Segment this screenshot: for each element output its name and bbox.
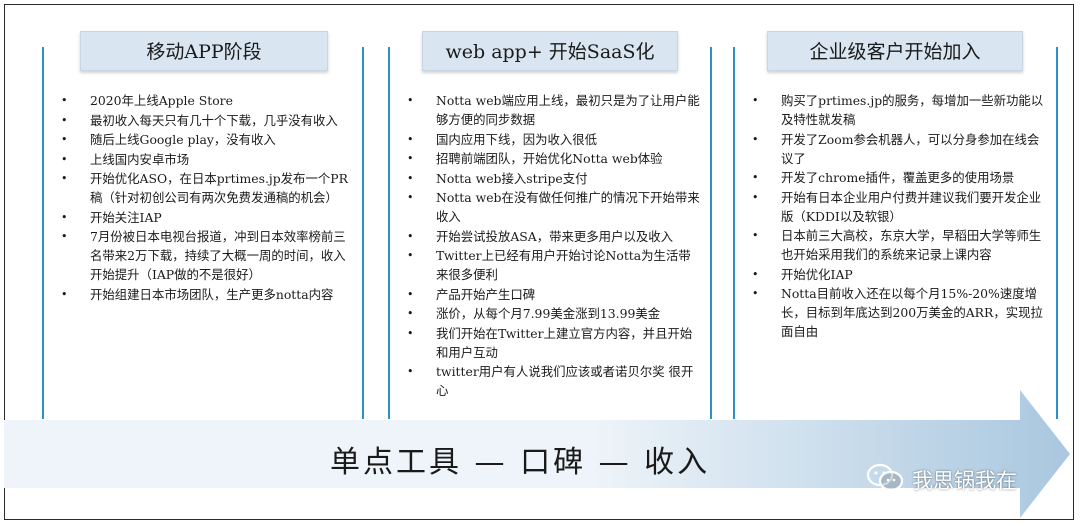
list-item-text: 7月份被日本电视台报道，冲到日本效率榜前三名带来2万下载，持续了大概一周的时间，… [90,229,346,282]
list-item-text: 日本前三大高校，东京大学，早稻田大学等师生也开始采用我们的系统来记录上课内容 [781,228,1042,262]
bullet-marker: • [61,230,68,243]
list-item: • 购买了prtimes.jp的服务，每增加一些新功能以及特性就发稿 [749,91,1046,129]
bullet-marker: • [407,94,414,107]
stage-panel-1: • 2020年上线Apple Store • 最初收入每天只有几十个下载，几乎没有收入… [42,47,364,419]
list-item-text: 开发了chrome插件，覆盖更多的使用场景 [781,170,1015,185]
list-item: • 涨价，从每个月7.99美金涨到13.99美金 [404,304,700,323]
list-item: • 开发了Zoom参会机器人，可以分身参加在线会议了 [749,130,1046,168]
list-item: • Notta web在没有做任何推广的情况下开始带来收入 [404,188,700,226]
list-item: • 开始有日本企业用户付费并建议我们要开发企业版（KDDI以及软银） [749,188,1046,226]
stage-panel-2: • Notta web端应用上线，最初只是为了让用户能够方便的同步数据 • 国内应用下… [388,47,712,419]
bullet-marker: • [407,132,414,146]
list-item-text: 开发了Zoom参会机器人，可以分身参加在线会议了 [781,131,1040,166]
list-item: • Notta web接入stripe支付 [404,169,700,188]
list-item-text: Notta web端应用上线，最初只是为了让用户能够方便的同步数据 [436,93,700,127]
list-item-text: Notta web接入stripe支付 [436,170,588,186]
bullet-marker: • [752,190,759,204]
bullet-marker: • [407,191,414,204]
list-item-text: 上线国内安卓市场 [90,151,190,167]
list-item-text: 最初收入每天只有几十个下载，几乎没有收入 [90,112,338,128]
list-item-text: twitter用户有人说我们应该或者诺贝尔奖 很开心 [436,364,694,398]
stage-1-title: 移动APP阶段 [80,31,328,71]
bullet-marker: • [61,210,68,224]
stage-1-item-list: • 2020年上线Apple Store • 最初收入每天只有几十个下载，几乎没有收入… [58,91,352,304]
list-item: • twitter用户有人说我们应该或者诺贝尔奖 很开心 [404,362,700,400]
list-item: • 日本前三大高校，东京大学，早稻田大学等师生也开始采用我们的系统来记录上课内容 [749,226,1046,264]
bullet-marker: • [61,152,68,166]
list-item-text: 2020年上线Apple Store [90,93,233,108]
bullet-marker: • [407,229,414,243]
progress-arrow [4,390,1072,518]
list-item: • 开发了chrome插件，覆盖更多的使用场景 [749,168,1046,187]
bullet-marker: • [407,307,414,320]
list-item: • 国内应用下线，因为收入很低 [404,130,700,149]
list-item: • 开始优化ASO，在日本prtimes.jp发布一个PR稿（针对初创公司有两次免… [58,169,352,207]
bullet-marker: • [752,94,759,107]
bullet-marker: • [61,113,68,127]
bullet-marker: • [752,287,759,300]
list-item: • 7月份被日本电视台报道，冲到日本效率榜前三名带来2万下载，持续了大概一周的时间… [58,227,352,284]
list-item-text: 涨价，从每个月7.99美金涨到13.99美金 [436,306,661,321]
list-item: • Notta目前收入还在以每个月15%-20%速度增长，目标到年底达到200万美… [749,284,1046,341]
list-item: • 招聘前端团队，开始优化Notta web体验 [404,149,700,168]
bullet-marker: • [407,326,414,340]
list-item: • 开始组建日本市场团队，生产更多notta内容 [58,285,352,304]
list-item-text: Twitter上已经有用户开始讨论Notta为生活带来很多便利 [436,248,691,282]
bullet-marker: • [61,133,68,146]
bullet-marker: • [752,132,759,146]
list-item-text: 开始有日本企业用户付费并建议我们要开发企业版（KDDI以及软银） [781,189,1042,224]
bullet-marker: • [407,171,414,185]
list-item-text: 我们开始在Twitter上建立官方内容，并且开始和用户互动 [436,325,693,360]
list-item: • 开始关注IAP [58,208,352,227]
wechat-icon [866,462,904,499]
list-item-text: 随后上线Google play，没有收入 [90,132,276,147]
bullet-marker: • [61,172,68,185]
bullet-marker: • [61,287,68,301]
bullet-marker: • [407,249,414,262]
list-item: • Twitter上已经有用户开始讨论Notta为生活带来很多便利 [404,246,700,284]
list-item: • 2020年上线Apple Store [58,91,352,110]
list-item-text: 开始优化ASO，在日本prtimes.jp发布一个PR稿（针对初创公司有两次免费… [90,171,348,205]
list-item: • 产品开始产生口碑 [404,285,700,304]
watermark: 我思锅我在 [866,462,1017,498]
list-item-text: Notta web在没有做任何推广的情况下开始带来收入 [436,190,700,224]
watermark-text: 我思锅我在 [912,469,1017,493]
stage-panel-3: • 购买了prtimes.jp的服务，每增加一些新功能以及特性就发稿 • 开发了Zoo… [733,47,1058,419]
arrow-label: 单点工具 — 口碑 — 收入 [330,445,711,480]
bullet-marker: • [61,94,68,107]
bullet-marker: • [407,152,414,165]
list-item: • 我们开始在Twitter上建立官方内容，并且开始和用户互动 [404,324,700,362]
list-item-text: 招聘前端团队，开始优化Notta web体验 [436,151,663,166]
list-item: • 最初收入每天只有几十个下载，几乎没有收入 [58,111,352,130]
list-item-text: 开始优化IAP [781,266,853,282]
bullet-marker: • [752,229,759,242]
bullet-marker: • [407,365,414,378]
stage-3-title: 企业级客户开始加入 [767,31,1023,71]
bullet-marker: • [407,287,414,301]
list-item: • 开始优化IAP [749,265,1046,284]
list-item-text: Notta目前收入还在以每个月15%-20%速度增长，目标到年底达到200万美金… [781,286,1043,339]
list-item: • 随后上线Google play，没有收入 [58,130,352,149]
stage-2-title: web app+ 开始SaaS化 [422,31,678,71]
list-item: • 上线国内安卓市场 [58,150,352,169]
stage-3-item-list: • 购买了prtimes.jp的服务，每增加一些新功能以及特性就发稿 • 开发了Zoo… [749,91,1046,342]
list-item: • 开始尝试投放ASA，带来更多用户以及收入 [404,227,700,246]
list-item-text: 开始组建日本市场团队，生产更多notta内容 [90,286,334,302]
list-item-text: 产品开始产生口碑 [436,286,536,302]
list-item-text: 开始关注IAP [90,209,162,225]
list-item: • Notta web端应用上线，最初只是为了让用户能够方便的同步数据 [404,91,700,129]
bullet-marker: • [752,171,759,184]
bullet-marker: • [752,267,759,281]
list-item-text: 国内应用下线，因为收入很低 [436,131,598,147]
progress-arrow-shape [4,390,1070,518]
stage-2-item-list: • Notta web端应用上线，最初只是为了让用户能够方便的同步数据 • 国内应用下… [404,91,700,401]
list-item-text: 购买了prtimes.jp的服务，每增加一些新功能以及特性就发稿 [781,93,1044,127]
list-item-text: 开始尝试投放ASA，带来更多用户以及收入 [436,228,674,244]
